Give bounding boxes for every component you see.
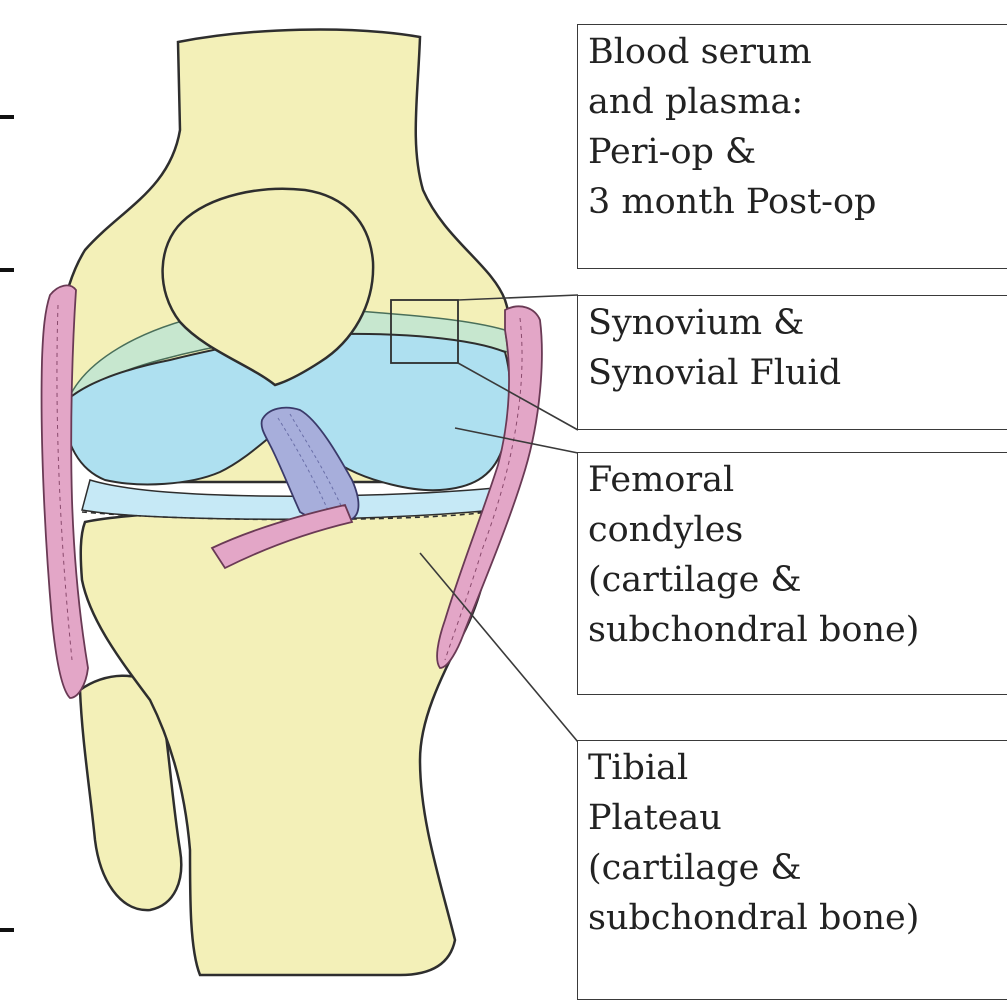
label-line: subchondral bone): [588, 893, 1007, 943]
label-line: (cartilage &: [588, 843, 1007, 893]
label-synovium: Synovium & Synovial Fluid: [577, 295, 1007, 430]
label-line: Blood serum: [588, 27, 1007, 77]
edge-tick-marks: [0, 117, 14, 930]
label-line: Femoral: [588, 455, 1007, 505]
label-line: Synovial Fluid: [588, 348, 1007, 398]
label-femoral-condyles: Femoral condyles (cartilage & subchondra…: [577, 452, 1007, 695]
label-line: subchondral bone): [588, 605, 1007, 655]
label-line: and plasma:: [588, 77, 1007, 127]
label-line: Peri-op &: [588, 127, 1007, 177]
label-blood-serum: Blood serum and plasma: Peri-op & 3 mont…: [577, 24, 1007, 269]
label-line: condyles: [588, 505, 1007, 555]
label-tibial-plateau: Tibial Plateau (cartilage & subchondral …: [577, 740, 1007, 1000]
label-line: 3 month Post-op: [588, 177, 1007, 227]
label-line: Tibial: [588, 743, 1007, 793]
label-line: Plateau: [588, 793, 1007, 843]
label-line: Synovium &: [588, 298, 1007, 348]
label-line: (cartilage &: [588, 555, 1007, 605]
